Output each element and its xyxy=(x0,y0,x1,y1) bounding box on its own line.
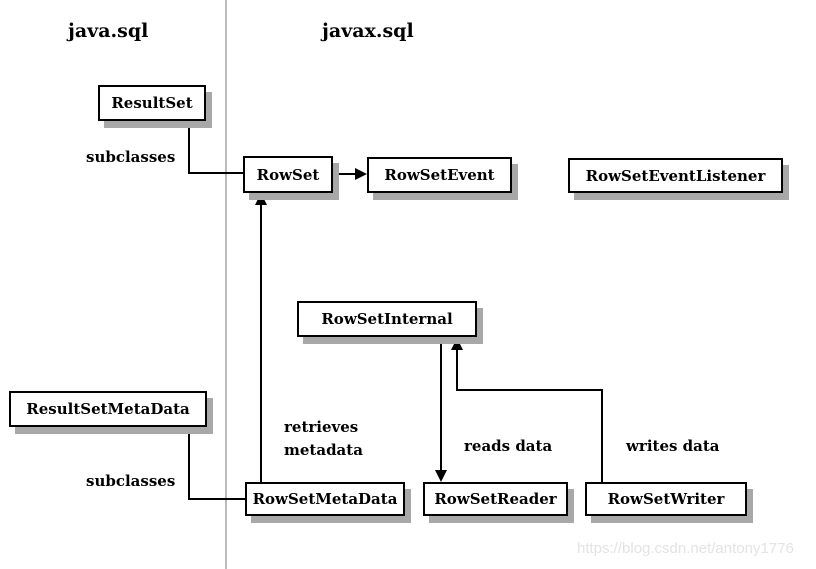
connector-resultset-down xyxy=(188,120,190,174)
connector-rowsetwriter-horizontal-segment xyxy=(456,389,603,391)
class-box-resultset: ResultSet xyxy=(98,85,206,121)
class-box-resultset-label: ResultSet xyxy=(111,94,193,112)
class-box-rowsetinternal-label: RowSetInternal xyxy=(321,310,453,328)
connector-rowsetinternal-to-rowsetreader xyxy=(440,337,442,471)
connector-rowset-to-rowsetevent xyxy=(333,173,357,175)
edge-label-subclasses-top: subclasses xyxy=(86,148,176,166)
class-box-rowsetmetadata-label: RowSetMetaData xyxy=(252,490,398,508)
csdn-watermark: https://blog.csdn.net/antony1776 xyxy=(577,540,794,557)
edge-label-writes-data: writes data xyxy=(626,437,720,455)
arrowhead-up-rowsetinternal xyxy=(451,338,463,350)
edge-label-retrieves-metadata: retrieves metadata xyxy=(284,418,363,459)
class-box-rowsetwriter: RowSetWriter xyxy=(585,482,747,516)
connector-rowsetwriter-up-segment xyxy=(456,349,458,391)
arrowhead-up-rowset xyxy=(255,193,267,205)
connector-resultsetmetadata-to-rowsetmetadata xyxy=(188,498,247,500)
class-box-resultsetmetadata-label: ResultSetMetaData xyxy=(26,400,190,418)
connector-rowsetwriter-to-rowsetinternal xyxy=(601,389,603,482)
connector-rowsetmetadata-to-rowset xyxy=(260,204,262,482)
class-box-rowsetwriter-label: RowSetWriter xyxy=(607,490,725,508)
package-divider-line xyxy=(225,0,227,569)
class-box-rowsetinternal: RowSetInternal xyxy=(297,301,477,337)
package-label-javax-sql: javax.sql xyxy=(322,20,414,42)
class-box-rowset-label: RowSet xyxy=(256,165,320,184)
class-box-resultsetmetadata: ResultSetMetaData xyxy=(9,391,207,427)
class-box-rowsetmetadata: RowSetMetaData xyxy=(245,482,405,516)
class-box-rowset: RowSet xyxy=(243,156,333,193)
class-box-rowsetreader-label: RowSetReader xyxy=(434,490,557,508)
class-box-rowsetevent: RowSetEvent xyxy=(367,157,512,193)
class-box-rowsetevent-label: RowSetEvent xyxy=(384,166,495,184)
edge-label-reads-data: reads data xyxy=(464,437,553,455)
class-box-rowseteventlistener-label: RowSetEventListener xyxy=(585,166,766,185)
arrowhead-down-rowsetreader xyxy=(435,470,447,482)
arrowhead-right-rowsetevent xyxy=(355,168,367,180)
edge-label-subclasses-bottom: subclasses xyxy=(86,472,176,490)
connector-resultset-to-rowset xyxy=(188,172,245,174)
class-box-rowseteventlistener: RowSetEventListener xyxy=(568,158,783,193)
package-label-java-sql: java.sql xyxy=(68,20,149,42)
class-box-rowsetreader: RowSetReader xyxy=(423,482,568,516)
connector-resultsetmetadata-down xyxy=(188,426,190,500)
